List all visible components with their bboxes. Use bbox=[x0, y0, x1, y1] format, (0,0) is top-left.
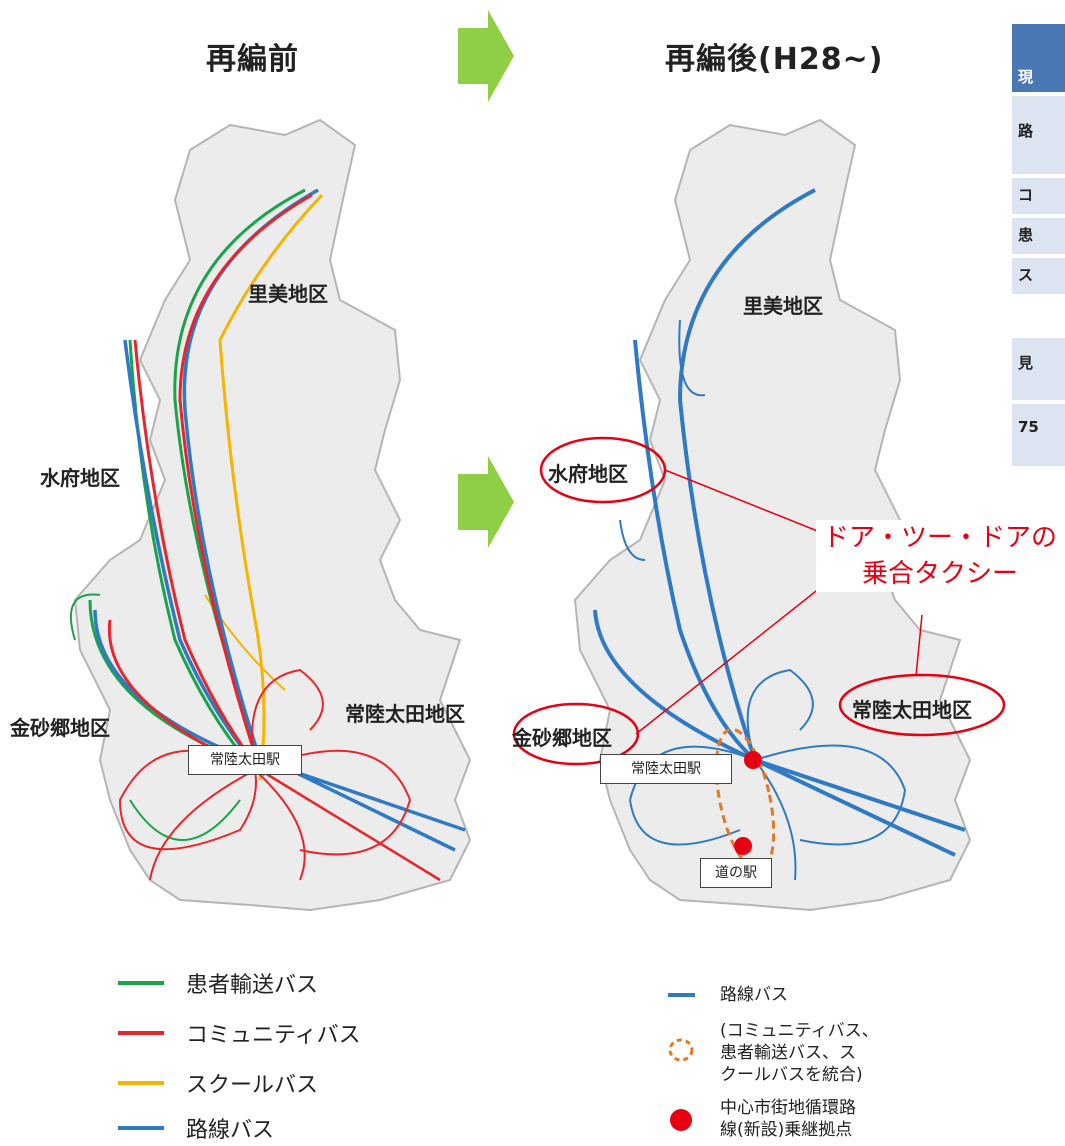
legend-community-bus: コミュニティバス bbox=[118, 1017, 361, 1049]
callout-door-to-door: ドア・ツー・ドアの 乗合タクシー bbox=[816, 520, 1064, 592]
legend-patient-label: 患者輸送バス bbox=[186, 973, 319, 998]
legend-route-bus-before: 路線バス bbox=[118, 1112, 274, 1144]
arrow-top-icon bbox=[458, 10, 514, 102]
legend-after-route-bus: 路線バス bbox=[720, 985, 788, 1005]
callout-line1: ドア・ツー・ドアの bbox=[822, 523, 1057, 553]
map-before bbox=[70, 119, 471, 911]
legend-school-label: スクールバス bbox=[186, 1073, 319, 1098]
title-before: 再編前 bbox=[206, 42, 299, 77]
legend-route-swatch bbox=[118, 1126, 164, 1130]
label-hitachiota-after: 常陸太田地区 bbox=[852, 698, 972, 722]
legend-school-swatch bbox=[118, 1081, 164, 1085]
label-satomi-after: 里美地区 bbox=[743, 294, 823, 318]
side-row-5: 見 bbox=[1012, 338, 1065, 400]
title-after: 再編後(H28~) bbox=[665, 42, 884, 77]
legend-community-label: コミュニティバス bbox=[186, 1023, 361, 1048]
legend-integrated-line3: クールバスを統合) bbox=[720, 1065, 863, 1085]
map-after bbox=[574, 119, 971, 911]
label-satomi-before: 里美地区 bbox=[248, 282, 328, 306]
legend-patient-bus: 患者輸送バス bbox=[118, 967, 318, 999]
side-row-1: 路 bbox=[1012, 96, 1065, 174]
label-mizufu-before: 水府地区 bbox=[40, 466, 120, 490]
legend-patient-swatch bbox=[118, 981, 164, 985]
side-row-2: コ bbox=[1012, 178, 1065, 214]
label-mizufu-after: 水府地区 bbox=[548, 462, 628, 486]
legend-after-hub: 中心市街地循環路 線(新設)乗継拠点 bbox=[720, 1097, 856, 1141]
arrow-mid-icon bbox=[458, 456, 514, 548]
legend-school-bus: スクールバス bbox=[118, 1067, 318, 1099]
station-hitachiota-before: 常陸太田駅 bbox=[188, 745, 302, 775]
legend-hub-line2: 線(新設)乗継拠点 bbox=[720, 1120, 853, 1140]
side-row-4: ス bbox=[1012, 258, 1065, 294]
legend-route-label: 路線バス bbox=[186, 1118, 275, 1143]
station-michinoeki: 道の駅 bbox=[700, 858, 772, 888]
legend-integrated-line2: 患者輸送バス、ス bbox=[720, 1043, 856, 1063]
legend-hub-line1: 中心市街地循環路 bbox=[720, 1098, 856, 1118]
side-row-6: 75 bbox=[1012, 404, 1065, 466]
legend-community-swatch bbox=[118, 1031, 164, 1035]
label-hitachiota-before: 常陸太田地区 bbox=[345, 702, 465, 726]
side-row-0: 現 bbox=[1012, 24, 1065, 92]
legend-after-integrated: (コミュニティバス、 患者輸送バス、ス クールバスを統合) bbox=[720, 1020, 879, 1086]
side-table: 現 路 コ 患 ス 見 75 bbox=[1012, 24, 1065, 470]
legend-integrated-line1: (コミュニティバス、 bbox=[720, 1021, 879, 1041]
callout-line2: 乗合タクシー bbox=[861, 559, 1018, 589]
label-kanasago-after: 金砂郷地区 bbox=[512, 726, 612, 750]
label-kanasago-before: 金砂郷地区 bbox=[10, 716, 110, 740]
station-hitachiota-after: 常陸太田駅 bbox=[600, 754, 732, 784]
side-row-3: 患 bbox=[1012, 218, 1065, 254]
